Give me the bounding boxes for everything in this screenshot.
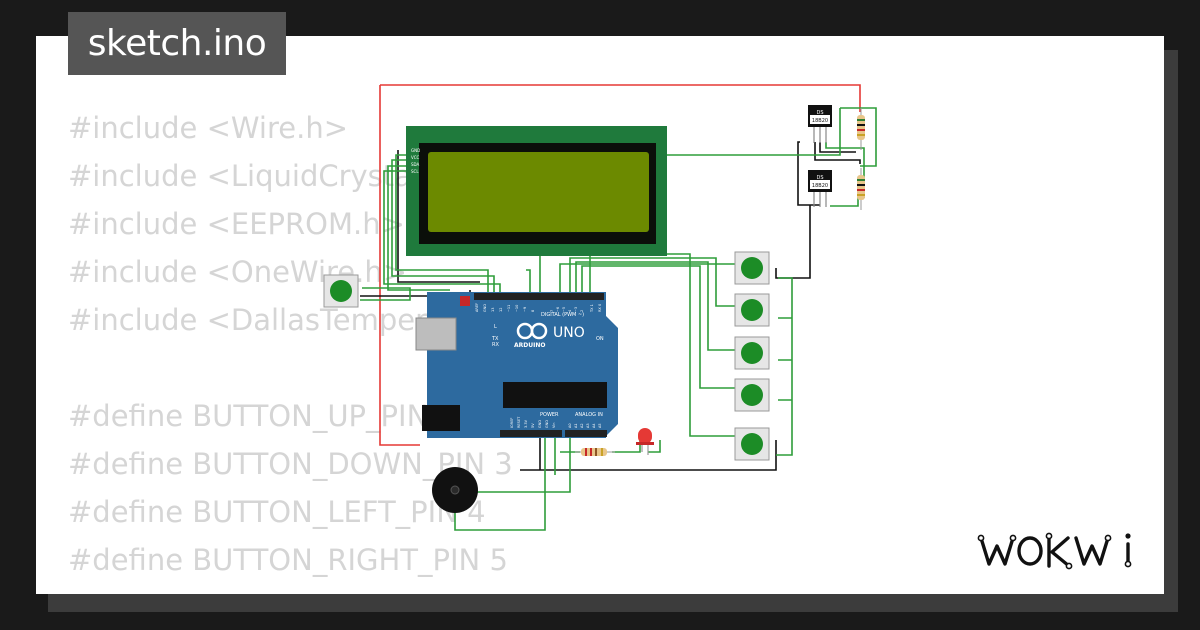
red-led bbox=[636, 428, 654, 455]
pin-label: ~10 bbox=[515, 305, 519, 312]
wire-green-buttons bbox=[360, 253, 793, 456]
pin-label: A1 bbox=[574, 423, 578, 428]
pin-label: GND bbox=[483, 304, 487, 312]
pin-label: GND bbox=[538, 420, 542, 428]
power-header bbox=[500, 430, 562, 437]
code-line: #define BUTTON_UP_PIN 2 bbox=[68, 399, 456, 433]
pin-label: AREF bbox=[475, 303, 479, 312]
button-cap bbox=[741, 299, 763, 321]
ds18b20-sensor-1: DS 18B20 bbox=[808, 105, 832, 143]
on-label: ON bbox=[596, 336, 604, 342]
wokwi-logo bbox=[977, 532, 1132, 570]
wire-red-power bbox=[379, 84, 861, 446]
sensor-model: 18B20 bbox=[812, 183, 828, 189]
rx-label: RX bbox=[492, 342, 499, 348]
lcd-display: GND VCC SDA SCL bbox=[406, 126, 667, 256]
pin-label: 12 bbox=[499, 308, 503, 312]
lcd-pin-scl: SCL bbox=[411, 169, 419, 174]
pin-label: 4 bbox=[568, 309, 572, 312]
lcd-pin-vcc: VCC bbox=[411, 155, 420, 160]
resistor-led bbox=[575, 448, 615, 456]
button-cap bbox=[741, 433, 763, 455]
reset-button bbox=[460, 296, 470, 306]
pushbutton-3[interactable] bbox=[734, 336, 770, 370]
pin-label: 8 bbox=[531, 310, 535, 312]
atmega-chip bbox=[503, 382, 607, 408]
analog-pin-labels: A0 A1 A2 A3 A4 A5 bbox=[568, 423, 602, 428]
pin-label: A2 bbox=[580, 423, 584, 428]
sensor-model: 18B20 bbox=[812, 118, 828, 124]
pin-label: 3.3V bbox=[524, 419, 528, 428]
pushbutton-5[interactable] bbox=[734, 427, 770, 461]
analog-label: ANALOG IN bbox=[575, 412, 603, 418]
code-line: #include <EEPROM.h> bbox=[68, 207, 405, 241]
power-label: POWER bbox=[540, 412, 559, 418]
button-cap bbox=[741, 342, 763, 364]
code-line: #define BUTTON_DOWN_PIN 3 bbox=[68, 447, 513, 481]
ds18b20-sensor-2: DS 18B20 bbox=[808, 170, 832, 207]
l-label: L bbox=[494, 324, 497, 330]
power-pin-labels: IOREF RESET 3.3V 5V GND GND Vin bbox=[510, 416, 556, 428]
lcd-pin-gnd: GND bbox=[411, 148, 420, 153]
wire-green-led bbox=[454, 430, 661, 531]
pin-label: 7 bbox=[550, 310, 554, 312]
code-line: #define BUTTON_RIGHT_PIN 5 bbox=[68, 543, 508, 577]
sensor-label: DS bbox=[816, 110, 823, 116]
button-cap bbox=[741, 257, 763, 279]
lcd-screen bbox=[428, 152, 649, 232]
lcd-pin-sda: SDA bbox=[411, 162, 420, 167]
sketch-title: sketch.ino bbox=[68, 12, 286, 75]
arduino-logo-right bbox=[530, 322, 548, 340]
pin-label: ~5 bbox=[562, 307, 566, 312]
button-cap bbox=[741, 384, 763, 406]
pin-label: A0 bbox=[568, 423, 572, 428]
power-jack bbox=[422, 405, 460, 431]
wire-green-lcd bbox=[383, 154, 501, 292]
pin-label: ~9 bbox=[523, 307, 527, 312]
pin-label: Vin bbox=[552, 422, 556, 428]
pushbutton-left[interactable] bbox=[323, 274, 359, 308]
pin-label: TX 1 bbox=[590, 304, 594, 313]
analog-header bbox=[565, 430, 607, 437]
pin-label: 13 bbox=[491, 308, 495, 312]
pin-label: RX 0 bbox=[598, 304, 602, 312]
resistor-sensor-2 bbox=[857, 168, 865, 210]
pin-label: 2 bbox=[580, 310, 584, 312]
code-line: #include <Wire.h> bbox=[68, 111, 349, 145]
pin-label: ~11 bbox=[507, 305, 511, 312]
pin-label: GND bbox=[545, 420, 549, 428]
pin-label: A4 bbox=[592, 423, 596, 428]
code-line: #define BUTTON_LEFT_PIN 4 bbox=[68, 495, 486, 529]
code-line: #include <OneWire.h> bbox=[68, 255, 408, 289]
pin-label: ~6 bbox=[556, 307, 560, 312]
pushbutton-2[interactable] bbox=[734, 293, 770, 327]
button-cap bbox=[330, 280, 352, 302]
wire-green-sensor bbox=[667, 107, 877, 207]
resistor-sensor-1 bbox=[857, 108, 865, 150]
arduino-model: UNO bbox=[553, 325, 585, 341]
pushbutton-1[interactable] bbox=[734, 251, 770, 285]
sensor-label: DS bbox=[816, 175, 823, 181]
pin-label: IOREF bbox=[510, 418, 514, 428]
pushbutton-4[interactable] bbox=[734, 378, 770, 412]
pin-label: A3 bbox=[586, 423, 590, 428]
pin-label: A5 bbox=[598, 423, 602, 428]
arduino-uno: UNO ARDUINO DIGITAL (PWM ~) POWER ANALOG… bbox=[415, 292, 618, 438]
digital-pin-labels: AREF GND 13 12 ~11 ~10 ~9 8 7 ~6 ~5 4 ~3… bbox=[475, 303, 602, 313]
pin-label: RESET bbox=[517, 416, 521, 428]
digital-label: DIGITAL (PWM ~) bbox=[541, 312, 584, 318]
buzzer bbox=[432, 467, 478, 513]
pin-label: ~3 bbox=[574, 307, 578, 312]
usb-port bbox=[415, 317, 457, 351]
digital-header bbox=[474, 293, 604, 300]
tx-label: TX bbox=[491, 336, 499, 342]
code-line: #define BUTTON_SELECT_PIN 6 bbox=[68, 584, 556, 594]
pin-label: 5V bbox=[531, 423, 535, 428]
arduino-brand: ARDUINO bbox=[514, 342, 545, 349]
